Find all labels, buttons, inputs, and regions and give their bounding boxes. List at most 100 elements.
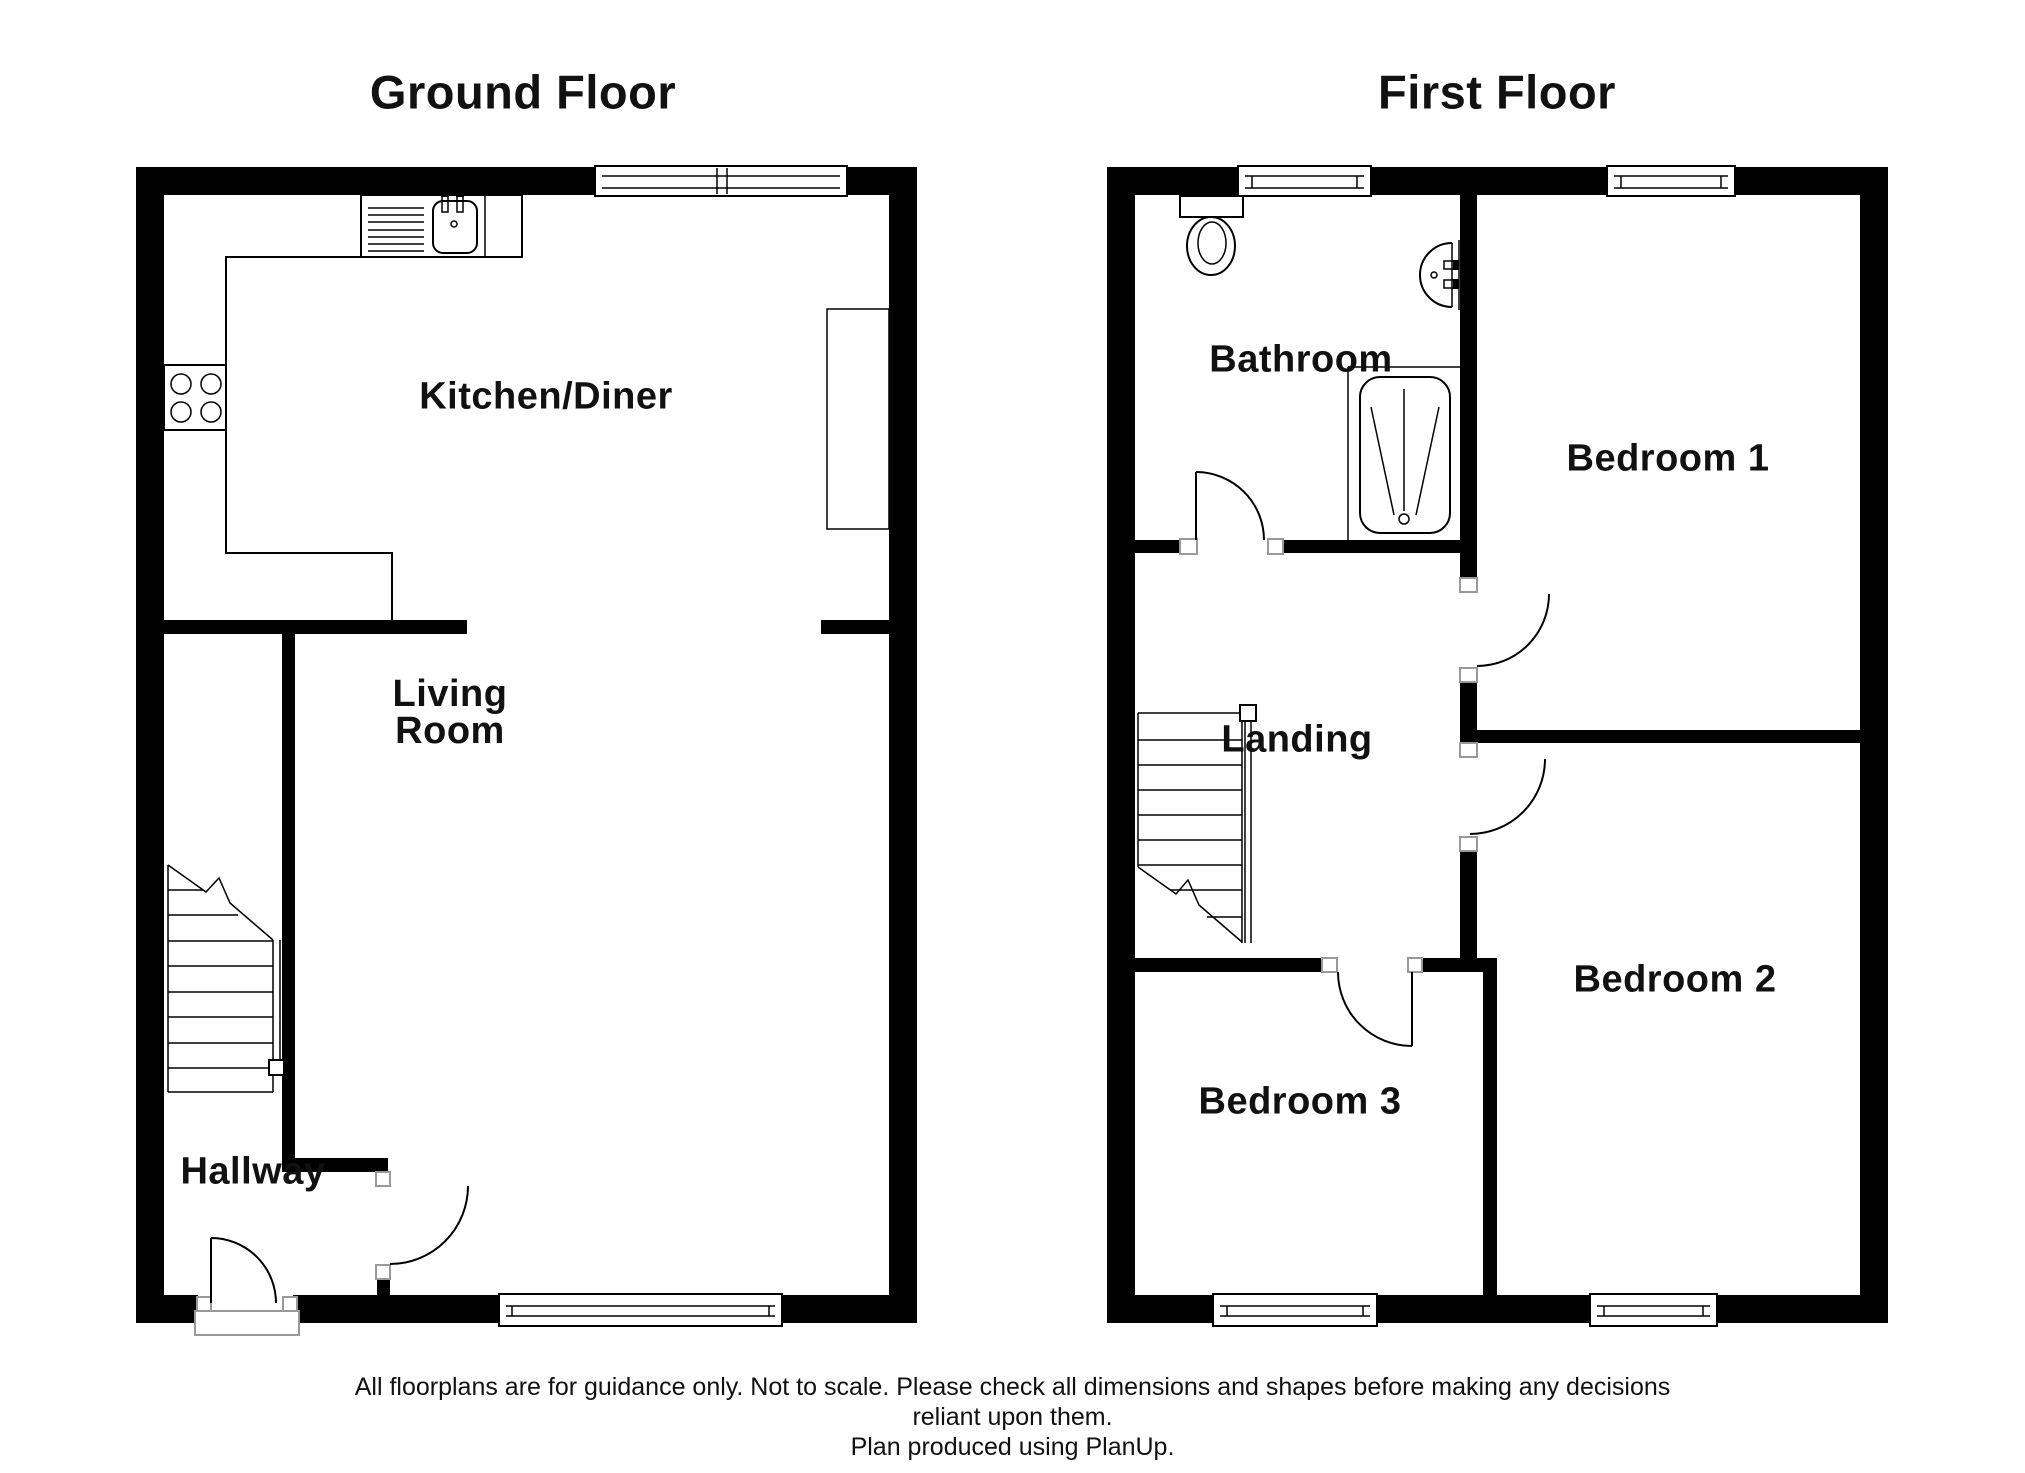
toilet-icon	[1179, 195, 1244, 276]
window-frame	[1212, 1293, 1378, 1327]
basin-bowl	[1419, 242, 1453, 308]
front-door-step	[194, 1310, 300, 1336]
hob-ring	[170, 401, 192, 423]
door-swing-arc	[1337, 971, 1413, 1047]
wall-landing-east-b	[1460, 668, 1477, 757]
wall-bottom-b	[1377, 1295, 1590, 1323]
disclaimer-text: All floorplans are for guidance only. No…	[0, 1372, 2025, 1462]
kitchen-sink-icon	[360, 190, 523, 258]
door-swing-arc	[210, 1237, 277, 1304]
disclaimer-line2: reliant upon them.	[912, 1403, 1113, 1431]
wall-left	[1107, 167, 1135, 1323]
wall-bathroom-south-b	[1283, 540, 1460, 553]
first-floor-title: First Floor	[1378, 65, 1616, 119]
first-floor-plan	[1107, 165, 1888, 1327]
wall-bed1-bed2	[1477, 730, 1860, 743]
counter-edge	[225, 256, 393, 620]
toilet-bowl	[1186, 216, 1236, 276]
door-jamb	[1267, 538, 1284, 555]
first-exterior-walls	[1107, 167, 1888, 1323]
door-jamb	[1459, 577, 1478, 593]
bedroom1-window	[1606, 165, 1736, 197]
ground-exterior-walls	[136, 167, 917, 1323]
kitchen-counter-icon	[225, 256, 393, 620]
door-jamb	[196, 1296, 212, 1313]
bath-icon	[1347, 366, 1460, 553]
bath-drain	[1398, 513, 1410, 525]
wall-bottom-a	[1107, 1295, 1213, 1323]
wall-hallway-living	[282, 634, 295, 1158]
room-label-kitchen-diner: Kitchen/Diner	[419, 375, 673, 418]
stairs-break-line	[1137, 866, 1243, 943]
living-room-line2: Room	[395, 710, 505, 752]
wall-hall-door-stub	[377, 1279, 390, 1295]
door-jamb	[1179, 538, 1198, 555]
door-swing-arc	[1469, 758, 1546, 835]
wall-bathroom-south-a	[1135, 540, 1180, 553]
tap-cap	[456, 190, 464, 197]
door-jamb	[375, 1171, 391, 1187]
window-frame	[1589, 1293, 1718, 1327]
wall-bed3-north-a	[1135, 958, 1322, 972]
wall-bottom-c	[782, 1295, 917, 1323]
tap-cap	[1453, 279, 1459, 289]
door-jamb	[1321, 957, 1338, 973]
tap-cap	[441, 190, 449, 197]
living-room-line1: Living	[392, 673, 508, 715]
wall-bed2-bed3	[1483, 972, 1497, 1295]
stairs-newel	[268, 1059, 285, 1076]
bath-tub	[1359, 376, 1451, 534]
wall-right	[1860, 167, 1888, 1323]
basin-drain	[1430, 271, 1438, 279]
wall-top-b	[1371, 167, 1607, 195]
sink-drain	[450, 220, 458, 228]
stairs-newel	[1239, 704, 1257, 722]
door-jamb	[1407, 957, 1423, 973]
bedroom1-door-icon	[1459, 577, 1550, 683]
wall-kitchen-living-right	[821, 620, 889, 634]
wall-bottom-c	[1717, 1295, 1888, 1323]
kitchen-window	[594, 165, 848, 197]
room-label-living-room: Living Room	[392, 673, 508, 752]
landing-stairs-icon	[1137, 704, 1257, 943]
door-swing-arc	[389, 1185, 469, 1265]
bath-inner-line	[1370, 406, 1395, 516]
kitchen-unit-icon	[826, 308, 890, 530]
living-room-window	[498, 1293, 783, 1327]
bedroom3-door-icon	[1321, 957, 1423, 1047]
wall-bed3-north-b	[1422, 958, 1497, 972]
wall-right	[889, 167, 917, 1323]
ground-floor-title: Ground Floor	[369, 65, 677, 119]
door-jamb	[1459, 667, 1478, 683]
room-label-bedroom-3: Bedroom 3	[1198, 1080, 1402, 1123]
front-door-icon	[194, 1237, 300, 1336]
door-jamb	[1459, 836, 1478, 852]
room-label-bedroom-2: Bedroom 2	[1573, 958, 1777, 1001]
sink-bowl	[432, 200, 478, 254]
door-swing-arc	[1476, 593, 1550, 667]
basin-icon	[1419, 240, 1460, 310]
room-label-bathroom: Bathroom	[1209, 338, 1393, 381]
bathroom-window	[1237, 165, 1372, 197]
hob-outline	[163, 364, 227, 431]
wall-bottom-b	[293, 1295, 499, 1323]
bath-inner-line	[1415, 406, 1440, 516]
hob-ring	[200, 401, 222, 423]
kitchen-hob-icon	[163, 364, 227, 431]
door-jamb	[375, 1264, 391, 1280]
ground-interior-walls	[164, 620, 889, 1295]
hallway-living-door-icon	[375, 1171, 469, 1280]
wall-bathroom-bed1	[1460, 195, 1477, 553]
disclaimer-line1: All floorplans are for guidance only. No…	[354, 1373, 1671, 1401]
toilet-bowl-inner	[1197, 221, 1227, 265]
bedroom2-window	[1589, 1293, 1718, 1327]
bedroom3-window	[1212, 1293, 1378, 1327]
wall-top-left	[136, 167, 595, 195]
room-label-hallway: Hallway	[180, 1150, 326, 1193]
wall-kitchen-living-left	[164, 620, 467, 634]
window-frame	[594, 165, 848, 197]
stairs-break-line	[167, 864, 274, 941]
hob-ring	[170, 373, 192, 395]
